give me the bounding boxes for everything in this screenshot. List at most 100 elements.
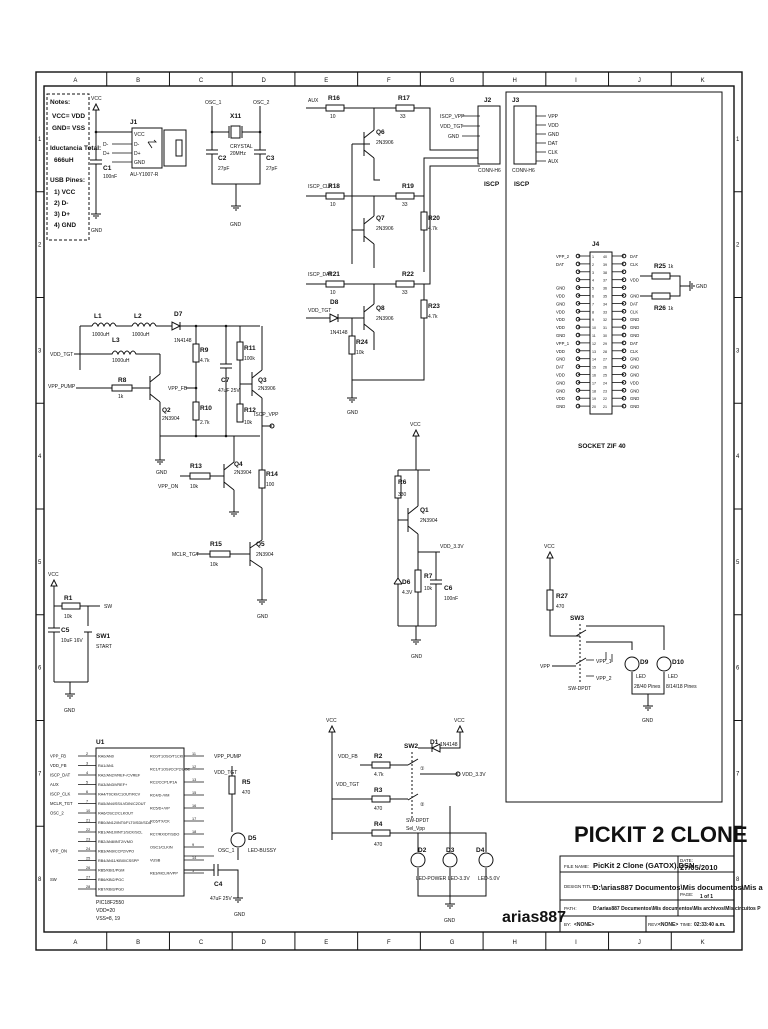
vpp-pump-net-u1: VPP_PUMP xyxy=(214,754,242,760)
r7-ref: R7 xyxy=(424,573,433,580)
grid-row-left: 3 xyxy=(38,348,42,354)
r13-ref: R13 xyxy=(190,463,202,470)
path-value: D:\arias887 Documentos\Mis documentos\Mi… xyxy=(593,906,761,912)
svg-text:D+: D+ xyxy=(103,151,110,157)
u1-pin-number: 10 xyxy=(86,809,90,813)
svg-text:②: ② xyxy=(420,802,425,808)
u1-pin-net: ISCP_DAT xyxy=(50,773,71,778)
usb-pin-4: 4) GND xyxy=(54,222,76,229)
grid-col-bottom: H xyxy=(512,940,516,946)
r21-resistor-icon xyxy=(325,280,345,288)
j2-part: CONN-H6 xyxy=(478,168,501,174)
q6-part: 2N3906 xyxy=(376,140,394,146)
vdd-regulator-section: VCC R6 330 Q1 2N3904 VDD_3.3V D6 4.3V R7… xyxy=(393,422,464,660)
r17-resistor-icon xyxy=(395,104,415,112)
sw3-switch-icon xyxy=(575,629,587,665)
sw1-label: START xyxy=(96,644,112,650)
zif-left-net: VDD xyxy=(556,396,565,401)
iscp-dat-net-1: ISCP_DAT xyxy=(308,272,332,278)
design-title-value: D:\arias887 Documentos\Mis documentos\Mi… xyxy=(593,883,763,892)
osc1-net-u1: OSC_1 xyxy=(218,848,235,854)
zif-pin-number: 16 xyxy=(592,374,596,378)
c2-value: 27pF xyxy=(218,166,229,172)
u1-pin-number: 23 xyxy=(86,838,90,842)
zif-left-net: GND xyxy=(556,388,565,393)
u1-pin-number: 18 xyxy=(192,830,196,834)
zif-pin-number: 8 xyxy=(592,310,594,314)
r11-ref: R11 xyxy=(244,345,256,352)
sw3-ref: SW3 xyxy=(570,615,584,622)
usb-pin-2: 2) D- xyxy=(54,200,68,207)
r17-value: 33 xyxy=(400,114,406,120)
r26-resistor-icon xyxy=(651,292,671,300)
grid-col-bottom: A xyxy=(73,940,77,946)
l3-ref: L3 xyxy=(112,337,120,344)
zif-pin-number: 20 xyxy=(592,405,596,409)
zif-pin-number: 30 xyxy=(603,334,607,338)
j3-pin-aux: AUX xyxy=(548,159,559,165)
q1-ref: Q1 xyxy=(420,507,429,514)
grid-col-top: B xyxy=(136,78,140,84)
zif-pin-number: 9 xyxy=(592,318,594,322)
u1-left-pins: 2RA0/AN0VPP_FB3RA1/AN1VDD_FB4RA2/AN2/VRE… xyxy=(50,752,152,892)
u1-pin-number: 28 xyxy=(86,885,90,889)
q2-transistor-icon xyxy=(149,373,161,403)
j2-pin-gnd: GND xyxy=(448,134,460,140)
zif-pin-number: 7 xyxy=(592,302,594,306)
c3-value: 27pF xyxy=(266,166,277,172)
d5-label: LED-BUSSY xyxy=(248,848,277,854)
grid-row-right: 4 xyxy=(736,454,740,460)
zif-left-net: VDD xyxy=(556,317,565,322)
d3-led-icon xyxy=(442,852,458,868)
zif-pin-number: 2 xyxy=(592,263,594,267)
zif-pin-number: 37 xyxy=(603,279,607,283)
zif-socket-body xyxy=(589,251,613,415)
d6-ref: D6 xyxy=(402,579,411,586)
u1-pin-number: 21 xyxy=(86,819,90,823)
sheet-title: PICKIT 2 CLONE xyxy=(574,822,748,847)
d9-label: LED xyxy=(636,674,646,680)
notes-box: Notes: VCC= VDD GND= VSS Iductancia Tota… xyxy=(46,93,101,241)
c5-value: 10uF 16V xyxy=(61,638,83,644)
u1-pin-number: 27 xyxy=(86,876,90,880)
usb-trident-icon xyxy=(147,139,157,149)
sw3-part: SW-DPDT xyxy=(568,686,591,692)
zif-right-net: GND xyxy=(630,317,639,322)
inductance-value: 666uH xyxy=(54,157,74,164)
grid-col-top: G xyxy=(450,78,455,84)
zif-pin-number: 24 xyxy=(603,381,607,385)
l3-coil-icon xyxy=(80,350,160,356)
r18-resistor-icon xyxy=(325,192,345,200)
vpp-pump-net-1: VPP_PUMP xyxy=(48,384,76,390)
l1-ref: L1 xyxy=(94,313,102,320)
u1-pin-number: 2 xyxy=(86,752,88,756)
d7-value: 1N4148 xyxy=(174,338,192,344)
vpp-on-net-1: VPP_ON xyxy=(158,484,179,490)
file-name-value: PicKit 2 Clone (GATOX).DSN xyxy=(593,861,694,870)
r27-ref: R27 xyxy=(556,593,568,600)
grid-col-bottom: J xyxy=(638,940,641,946)
usb-section: VCC C1 100nF GND J1 VCC D- D+ GND D- D+ … xyxy=(90,96,187,234)
grid-row-left: 7 xyxy=(38,771,42,777)
u1-pin-function: RC1/T1OSI/CCP2/UOE xyxy=(150,768,191,772)
l3-value: 1000uH xyxy=(112,358,130,364)
gnd-label-crystal: GND xyxy=(230,222,242,228)
u1-pin-number: 26 xyxy=(86,866,90,870)
u1-pin-net: SW xyxy=(50,877,57,882)
q4-ref: Q4 xyxy=(234,461,243,468)
d10-led-icon xyxy=(656,656,672,672)
grid-col-top: H xyxy=(512,78,516,84)
q7-ref: Q7 xyxy=(376,215,385,222)
iscp-clk-net-1: ISCP_CLK xyxy=(308,184,333,190)
u1-pin-function: RA2/AN2/VREF-/CVREF xyxy=(98,774,141,778)
r4-ref: R4 xyxy=(374,821,383,828)
gnd-label-usb: GND xyxy=(91,228,103,234)
zif-right-net: GND xyxy=(630,357,639,362)
vdd-3v3-net-1: VDD_3.3V xyxy=(440,544,464,550)
vdd-tgt-net-u1: VDD_TGT xyxy=(214,770,237,776)
u1-pin-function: RB6/KBI2/PGC xyxy=(98,878,124,882)
r5-resistor-icon xyxy=(228,775,236,795)
grid-col-bottom: I xyxy=(575,940,577,946)
u1-pin-function: RC0/T1OSO/T1CKI xyxy=(150,755,183,759)
